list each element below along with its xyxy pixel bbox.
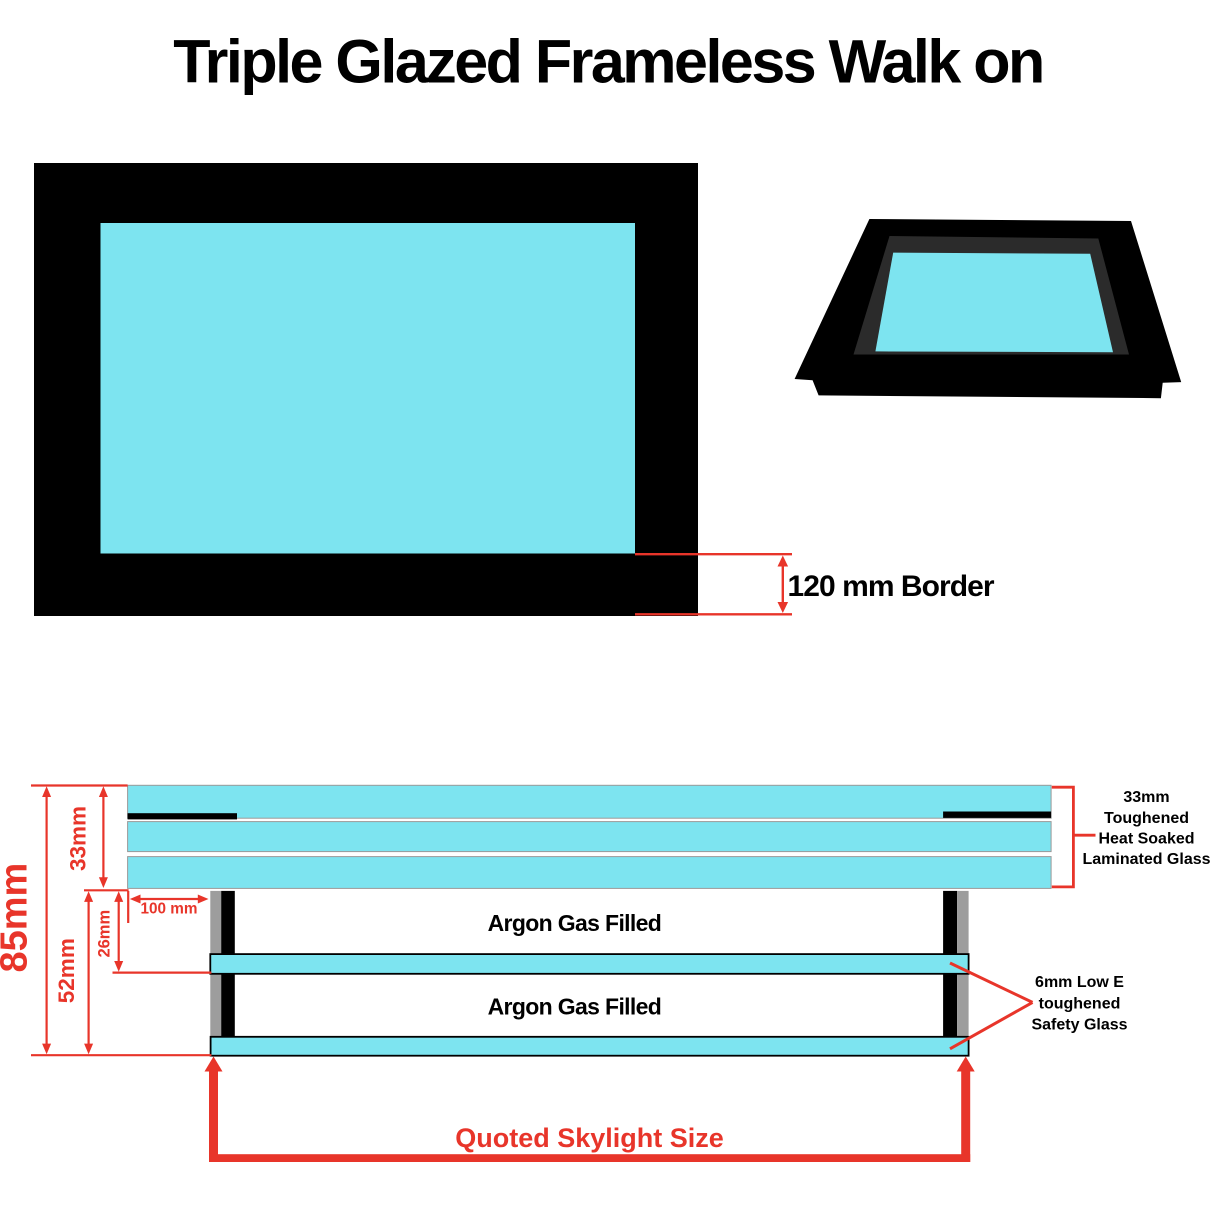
- svg-text:Laminated Glass: Laminated Glass: [1082, 851, 1210, 868]
- svg-text:Quoted Skylight Size: Quoted Skylight Size: [455, 1123, 724, 1153]
- svg-text:Argon Gas Filled: Argon Gas Filled: [488, 994, 662, 1020]
- svg-text:52mm: 52mm: [54, 938, 79, 1003]
- svg-text:Toughened: Toughened: [1104, 810, 1189, 827]
- svg-text:100 mm: 100 mm: [141, 901, 198, 918]
- svg-text:Safety Glass: Safety Glass: [1031, 1017, 1127, 1034]
- svg-text:6mm Low E: 6mm Low E: [1035, 974, 1124, 991]
- svg-text:33mm: 33mm: [65, 806, 90, 871]
- svg-text:85mm: 85mm: [0, 863, 36, 973]
- svg-text:26mm: 26mm: [95, 910, 113, 958]
- svg-text:Heat Soaked: Heat Soaked: [1098, 830, 1194, 847]
- svg-text:toughened: toughened: [1039, 995, 1121, 1012]
- svg-text:120 mm Border: 120 mm Border: [788, 570, 995, 603]
- svg-text:Argon Gas Filled: Argon Gas Filled: [488, 910, 662, 936]
- svg-text:Triple Glazed Frameless Walk o: Triple Glazed Frameless Walk on: [173, 28, 1042, 96]
- svg-text:33mm: 33mm: [1123, 789, 1169, 806]
